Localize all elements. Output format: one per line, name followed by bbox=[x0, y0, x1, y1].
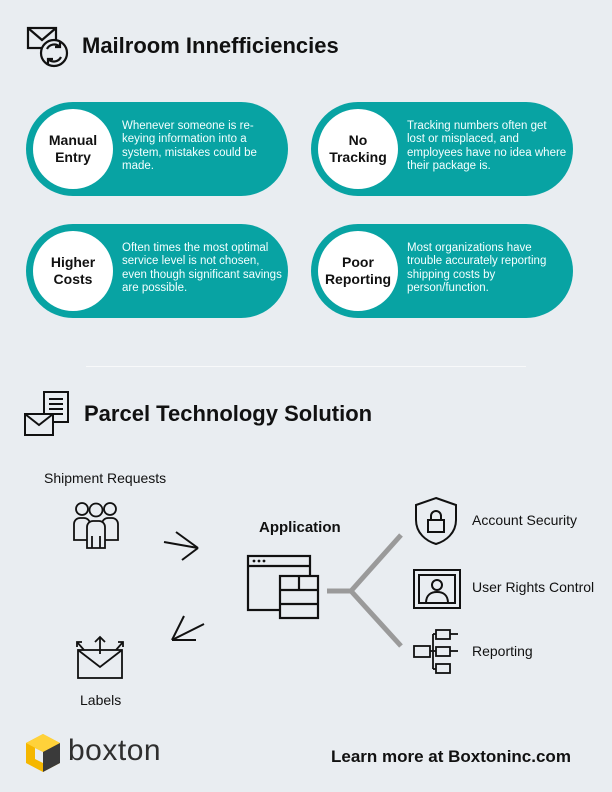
arrow-left-icon bbox=[168, 612, 208, 646]
problem-title-circle: Manual Entry bbox=[33, 109, 113, 189]
feature-user-rights-control: User Rights Control bbox=[472, 579, 595, 595]
problem-title-circle: Higher Costs bbox=[33, 231, 113, 311]
problem-card-poor-reporting: Poor Reporting Most organizations have t… bbox=[311, 224, 573, 318]
section-title-solution: Parcel Technology Solution bbox=[84, 401, 373, 426]
problem-title: Manual Entry bbox=[48, 132, 98, 165]
problem-card-higher-costs: Higher Costs Often times the most optima… bbox=[26, 224, 288, 318]
application-label: Application bbox=[259, 519, 341, 536]
user-screen-icon bbox=[412, 568, 462, 612]
feature-account-security: Account Security bbox=[472, 512, 578, 528]
connector-lines bbox=[325, 530, 405, 650]
shipment-requests-label: Shipment Requests bbox=[44, 470, 167, 486]
shield-lock-icon bbox=[412, 496, 460, 546]
problem-card-manual-entry: Manual Entry Whenever someone is re-keyi… bbox=[26, 102, 288, 196]
labels-label: Labels bbox=[80, 692, 122, 708]
mail-sync-icon bbox=[26, 24, 72, 70]
cta-link[interactable]: Learn more at Boxtoninc.com bbox=[331, 747, 571, 766]
problem-title: Higher Costs bbox=[50, 254, 96, 287]
boxton-logo-icon bbox=[24, 732, 62, 774]
problem-description: Most organizations have trouble accurate… bbox=[407, 242, 547, 294]
section-title-inefficiencies: Mailroom Innefficiencies bbox=[82, 33, 339, 58]
problem-title-circle: Poor Reporting bbox=[318, 231, 398, 311]
envelope-arrows-icon bbox=[74, 634, 126, 680]
people-group-icon bbox=[72, 500, 120, 550]
problem-description: Tracking numbers often get lost or mispl… bbox=[407, 120, 567, 172]
problem-title: No Tracking bbox=[329, 132, 387, 165]
section-divider bbox=[86, 366, 526, 367]
arrow-right-icon bbox=[162, 528, 204, 562]
problem-title: Poor Reporting bbox=[324, 254, 392, 287]
mail-document-icon bbox=[22, 390, 70, 438]
problem-card-no-tracking: No Tracking Tracking numbers often get l… bbox=[311, 102, 573, 196]
problem-description: Often times the most optimal service lev… bbox=[122, 242, 282, 294]
problem-title-circle: No Tracking bbox=[318, 109, 398, 189]
brand-name: boxton bbox=[68, 734, 162, 767]
flowchart-icon bbox=[412, 628, 462, 676]
application-window-icon bbox=[246, 554, 322, 620]
feature-reporting: Reporting bbox=[472, 643, 533, 659]
problem-description: Whenever someone is re-keying informatio… bbox=[122, 120, 257, 172]
